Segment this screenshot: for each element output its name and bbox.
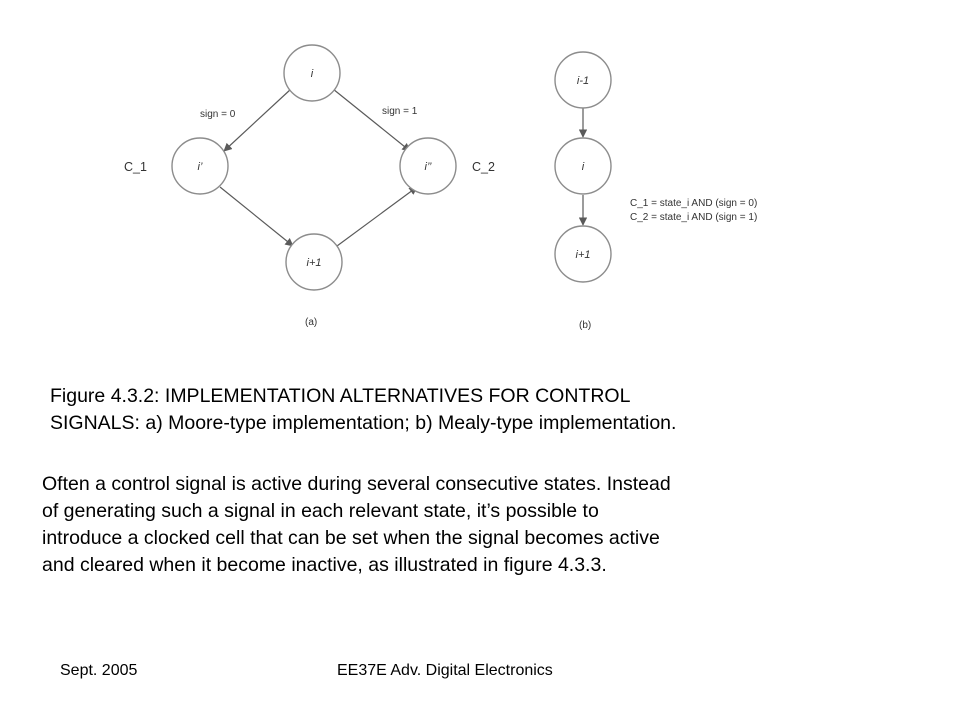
state-diagrams: i i’ i’’ i+1 sign = 0 sign = 1 C_1 C_2 (… xyxy=(124,44,757,331)
edge-label-sign-0: sign = 0 xyxy=(200,109,236,120)
equation-c2: C_2 = state_i AND (sign = 1) xyxy=(630,212,757,223)
body-paragraph: Often a control signal is active during … xyxy=(42,471,862,579)
body-line: and cleared when it become inactive, as … xyxy=(42,554,607,576)
svg-text:i+1: i+1 xyxy=(307,257,322,269)
svg-text:i’’: i’’ xyxy=(425,161,432,173)
figure-caption: Figure 4.3.2: IMPLEMENTATION ALTERNATIVE… xyxy=(50,383,850,437)
svg-text:i-1: i-1 xyxy=(577,75,589,87)
edge-i-prime-to-i-plus-1 xyxy=(219,186,294,247)
figure-caption-line: SIGNALS: a) Moore-type implementation; b… xyxy=(50,412,677,434)
caption-b: (b) xyxy=(579,320,591,331)
body-line: introduce a clocked cell that can be set… xyxy=(42,527,660,549)
body-line: Often a control signal is active during … xyxy=(42,473,671,495)
equation-c1: C_1 = state_i AND (sign = 0) xyxy=(630,198,757,209)
edge-label-sign-1: sign = 1 xyxy=(382,106,418,117)
node-a-i-prime: i’ xyxy=(171,137,229,195)
footer-date: Sept. 2005 xyxy=(60,662,138,679)
node-b-i-minus-1: i-1 xyxy=(554,51,612,109)
footer-course: EE37E Adv. Digital Electronics xyxy=(337,662,553,679)
body-line: of generating such a signal in each rele… xyxy=(42,500,599,522)
figure-caption-line: Figure 4.3.2: IMPLEMENTATION ALTERNATIVE… xyxy=(50,385,631,407)
edge-i-plus-1-to-i-double-prime xyxy=(336,186,418,247)
node-a-i: i xyxy=(283,44,341,102)
signal-label-c1: C_1 xyxy=(124,160,147,174)
node-a-i-plus-1: i+1 xyxy=(285,233,343,291)
svg-text:i: i xyxy=(311,68,314,80)
svg-text:i’: i’ xyxy=(198,161,203,173)
node-b-i-plus-1: i+1 xyxy=(554,225,612,283)
svg-text:i+1: i+1 xyxy=(576,249,591,261)
node-b-i: i xyxy=(554,137,612,195)
svg-text:i: i xyxy=(582,161,585,173)
node-a-i-double-prime: i’’ xyxy=(399,137,457,195)
caption-a: (a) xyxy=(305,317,317,328)
edge-i-to-i-prime xyxy=(223,88,292,152)
edge-i-to-i-double-prime xyxy=(332,88,411,152)
signal-label-c2: C_2 xyxy=(472,160,495,174)
